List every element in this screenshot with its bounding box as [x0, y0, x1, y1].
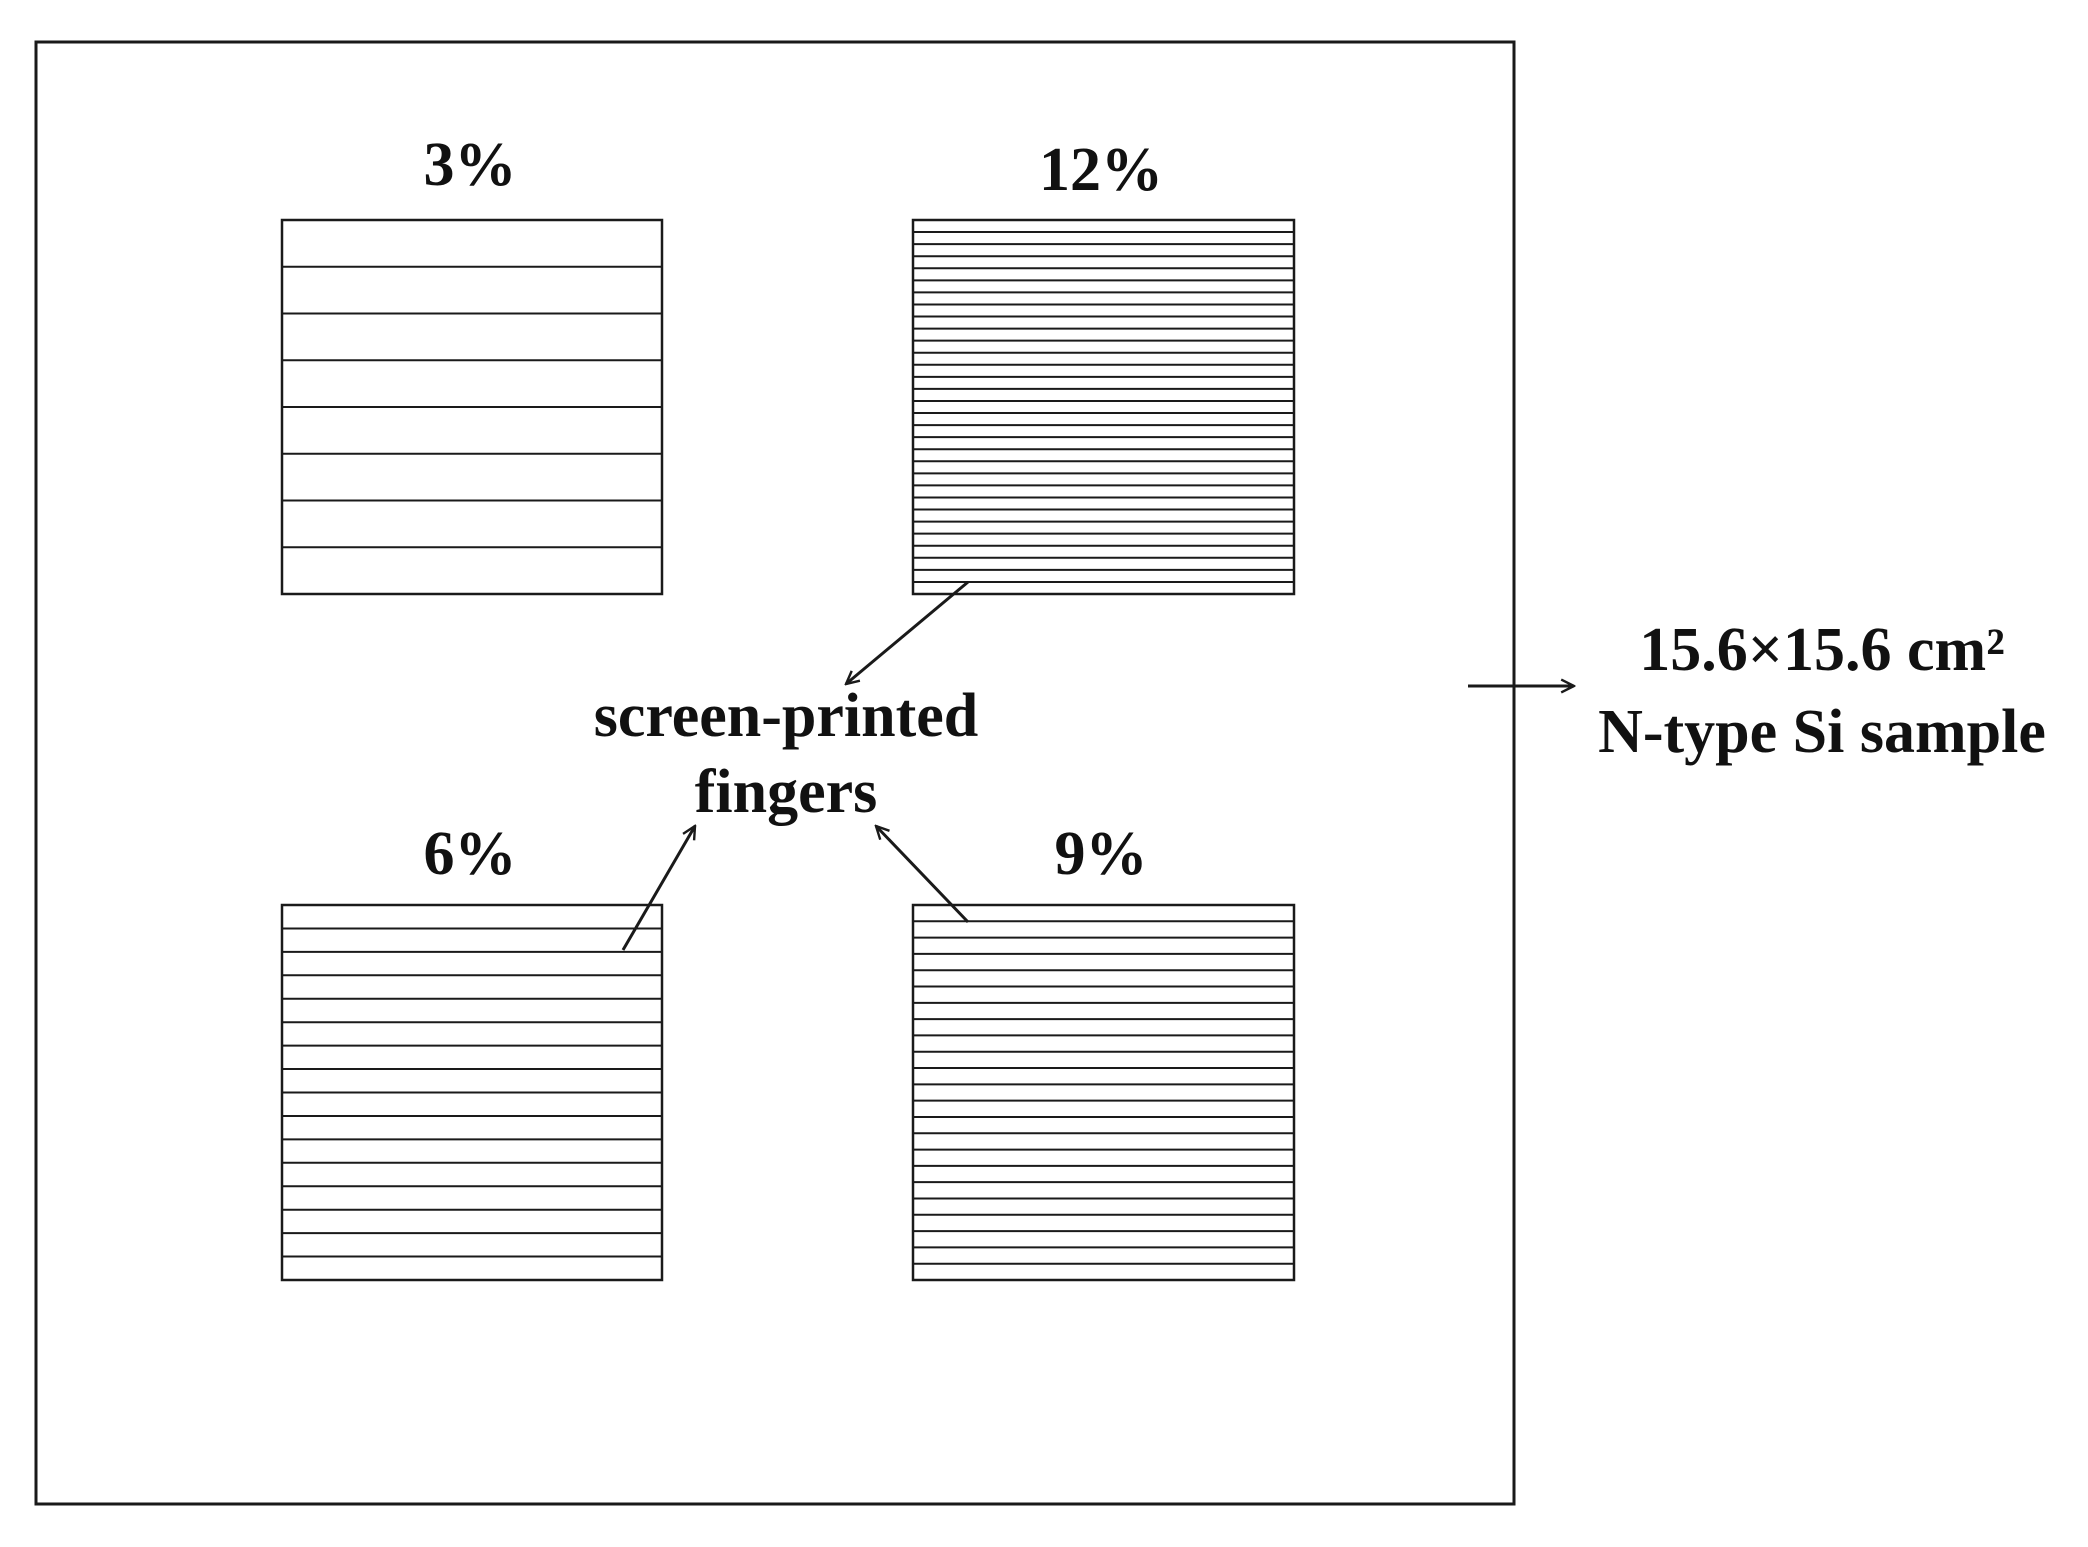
- patch-label-3: 3%: [424, 131, 517, 199]
- si-wafer-outline: [34, 40, 1516, 1506]
- arrow-from-6-percent: [621, 826, 695, 951]
- finger-patch-6-percent: [280, 903, 664, 1282]
- sample-type-label: N-type Si sample: [1598, 698, 2046, 766]
- center-label-line1: screen-printed: [594, 682, 979, 750]
- patch-label-9: 9%: [1055, 820, 1148, 888]
- finger-patch-9-percent: [911, 903, 1296, 1282]
- patch-border: [911, 218, 1296, 596]
- finger-patch-12-percent: [911, 218, 1296, 596]
- center-label-line2: fingers: [695, 758, 878, 826]
- patch-label-12: 12%: [1039, 136, 1163, 204]
- patch-border: [911, 903, 1296, 1282]
- arrow-from-9-percent: [876, 826, 970, 924]
- patch-label-6: 6%: [424, 820, 517, 888]
- arrow-from-12-percent: [846, 580, 969, 684]
- finger-patch-3-percent: [280, 218, 664, 596]
- sample-size-label: 15.6×15.6 cm²: [1639, 616, 2005, 684]
